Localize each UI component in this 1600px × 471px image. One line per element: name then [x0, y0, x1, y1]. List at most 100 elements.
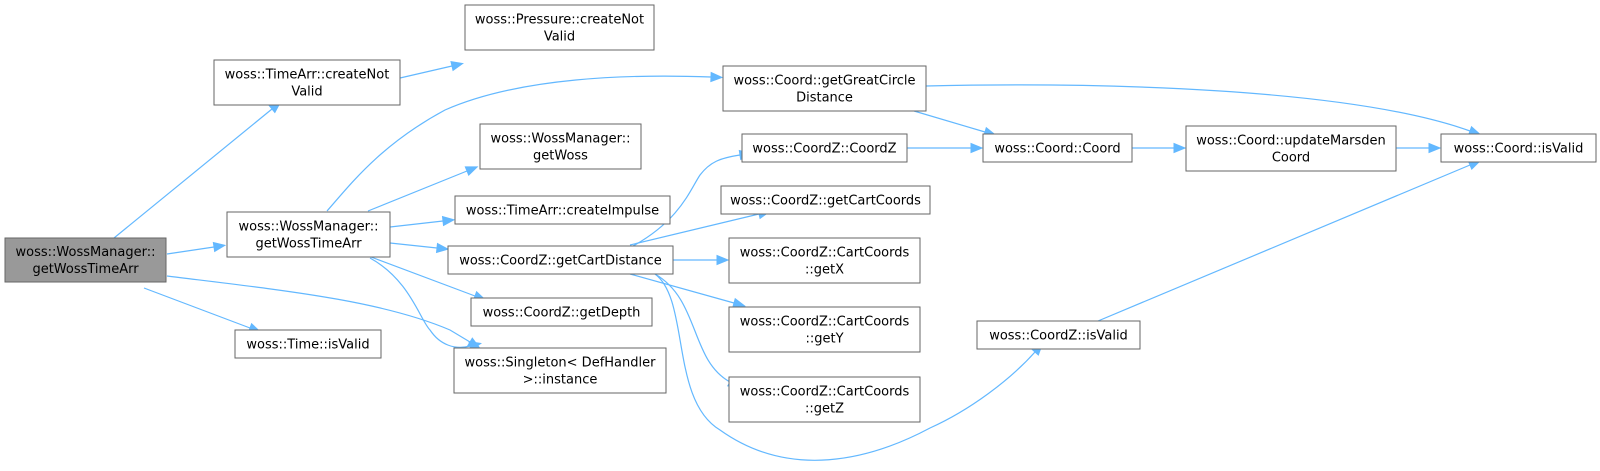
node-box: [454, 195, 671, 225]
edge-line: [367, 170, 468, 212]
edge-root-to-wm_gwta: [166, 241, 227, 255]
node-cc-gety[interactable]: woss::CoordZ::CartCoords::getY: [728, 306, 921, 353]
node-box: [234, 329, 382, 359]
node-label-line: getWoss: [533, 149, 588, 164]
edge-coord_gcd-to-coord_ctor: [913, 110, 997, 137]
edges-layer: [113, 61, 1482, 461]
node-singleton[interactable]: woss::Singleton< DefHandler>::instance: [453, 347, 667, 394]
edge-wm_gwta-to-coord_gcd: [326, 71, 724, 212]
node-wm-getwoss[interactable]: woss::WossManager::getWoss: [479, 123, 642, 170]
edge-arrowhead: [450, 61, 465, 72]
edge-line: [389, 220, 444, 228]
edge-arrowhead: [464, 166, 479, 177]
node-label-line: woss::CoordZ::isValid: [989, 329, 1128, 344]
node-label-line: woss::Time::isValid: [246, 338, 369, 353]
edge-coordz_isvalid-to-coord_isvalid: [1097, 160, 1482, 322]
node-box: [728, 376, 921, 423]
node-label-line: Valid: [291, 85, 322, 100]
node-label-line: woss::Coord::getGreatCircle: [733, 74, 915, 89]
edge-wm_gwta-to-coordz_gcd: [389, 242, 450, 254]
node-box: [213, 59, 401, 106]
node-label-line: woss::WossManager::: [491, 132, 631, 147]
node-coordz-gcc[interactable]: woss::CoordZ::getCartCoords: [720, 185, 931, 215]
node-label-line: woss::CoordZ::getDepth: [483, 306, 641, 321]
edge-wm_gwta-to-timearr_ci: [389, 215, 456, 228]
edge-line: [389, 242, 438, 249]
edge-arrowhead: [441, 215, 456, 227]
edge-root-to-time_isvalid: [143, 287, 262, 333]
node-label-line: woss::CoordZ::CartCoords: [740, 246, 910, 261]
edge-arrowhead: [212, 241, 227, 253]
node-label-line: ::getX: [805, 263, 844, 278]
node-root[interactable]: woss::WossManager::getWossTimeArr: [4, 237, 167, 283]
node-box: [741, 133, 908, 163]
edge-arrowhead: [710, 71, 724, 83]
edge-arrowhead: [716, 254, 730, 266]
node-coordz-isvalid[interactable]: woss::CoordZ::isValid: [976, 320, 1141, 350]
node-time-isvalid[interactable]: woss::Time::isValid: [234, 329, 382, 359]
node-coordz-ctor[interactable]: woss::CoordZ::CoordZ: [741, 133, 908, 163]
node-wm-gwta[interactable]: woss::WossManager::getWossTimeArr: [226, 211, 391, 258]
edge-line: [629, 213, 760, 246]
edge-arrowhead: [435, 242, 450, 254]
node-coord-isvalid[interactable]: woss::Coord::isValid: [1440, 133, 1597, 163]
node-box: [976, 320, 1141, 350]
edge-line: [326, 75, 712, 212]
node-cc-getz[interactable]: woss::CoordZ::CartCoords::getZ: [728, 376, 921, 423]
node-label-line: woss::Coord::isValid: [1454, 142, 1584, 157]
node-label-line: ::getY: [805, 332, 843, 347]
edge-arrowhead: [970, 142, 984, 154]
node-box: [464, 4, 655, 51]
node-box: [453, 347, 667, 394]
node-coordz-gcd[interactable]: woss::CoordZ::getCartDistance: [447, 245, 674, 275]
node-timearr-ci[interactable]: woss::TimeArr::createImpulse: [454, 195, 671, 225]
node-box: [982, 133, 1133, 163]
node-label-line: woss::Coord::Coord: [994, 142, 1120, 157]
node-box: [728, 237, 921, 284]
edge-line: [654, 273, 1036, 461]
edge-line: [370, 256, 476, 297]
edge-line: [166, 275, 471, 343]
edge-line: [925, 84, 1471, 132]
node-coord-ctor[interactable]: woss::Coord::Coord: [982, 133, 1133, 163]
node-label-line: woss::Singleton< DefHandler: [465, 356, 657, 371]
edge-line: [399, 65, 453, 79]
edge-arrowhead: [1428, 142, 1442, 154]
node-label-line: woss::Coord::updateMarsden: [1196, 134, 1386, 149]
node-box: [226, 211, 391, 258]
edge-wm_gwta-to-wm_getwoss: [367, 166, 479, 212]
node-label-line: Valid: [544, 30, 575, 45]
node-box: [479, 123, 642, 170]
edge-line: [629, 273, 735, 304]
node-box: [722, 65, 927, 112]
edge-line: [1097, 164, 1471, 322]
node-label-line: woss::TimeArr::createNot: [225, 68, 390, 83]
node-cc-getx[interactable]: woss::CoordZ::CartCoords::getX: [728, 237, 921, 284]
nodes-layer: woss::WossManager::getWossTimeArrwoss::T…: [4, 4, 1597, 423]
edge-line: [913, 110, 986, 133]
node-label-line: ::getZ: [805, 402, 844, 417]
node-box: [728, 306, 921, 353]
node-box: [447, 245, 674, 275]
edge-line: [654, 273, 731, 383]
edge-line: [113, 108, 273, 239]
node-box: [470, 297, 653, 327]
node-box: [4, 237, 167, 283]
edge-timearr_cnv-to-pressure_cnv: [399, 61, 465, 79]
edge-coord_ctor-to-coord_um: [1132, 142, 1187, 154]
edge-line: [632, 154, 741, 247]
edge-arrowhead: [732, 297, 746, 308]
node-label-line: woss::TimeArr::createImpulse: [466, 204, 659, 219]
node-box: [1440, 133, 1597, 163]
node-label-line: Coord: [1272, 151, 1310, 166]
edge-coordz_gcd-to-cc_getx: [673, 254, 730, 266]
edge-line: [143, 287, 251, 329]
edge-line: [166, 246, 215, 255]
node-label-line: getWossTimeArr: [255, 237, 362, 252]
node-coordz-depth[interactable]: woss::CoordZ::getDepth: [470, 297, 653, 327]
